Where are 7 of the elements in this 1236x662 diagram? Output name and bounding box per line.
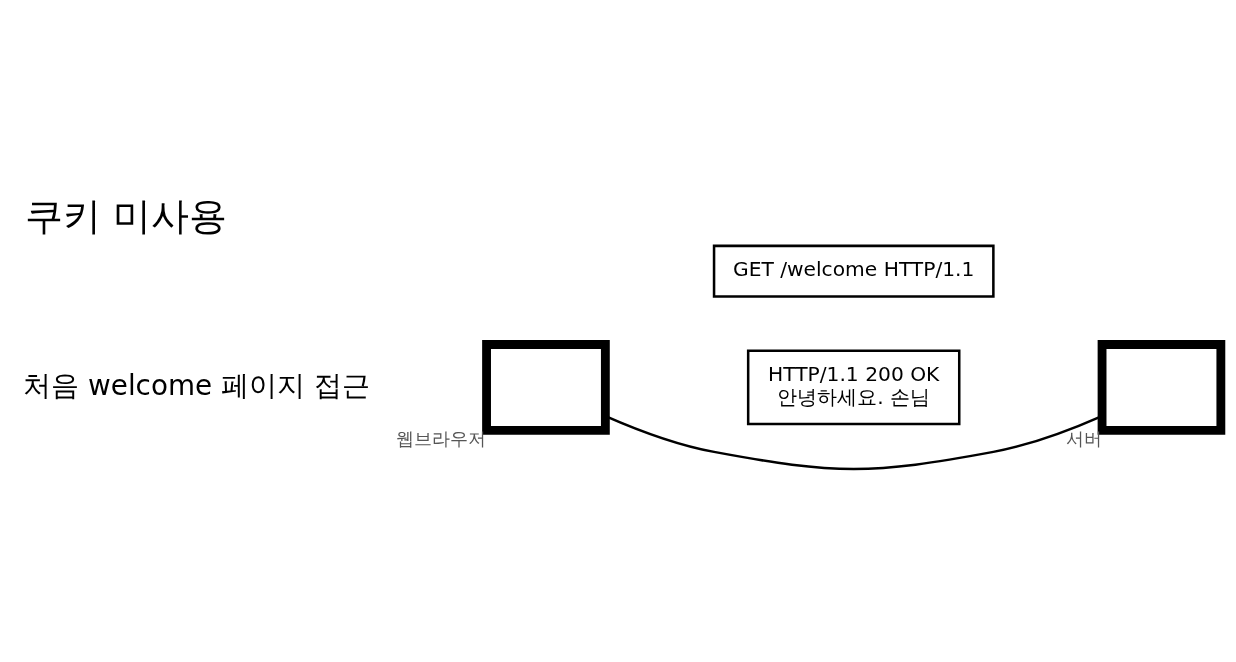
node-box: HTTP/1.1 200 OK 안녕하세요. 손님 — [746, 349, 961, 425]
node-label: 웹브라우저 — [396, 428, 487, 449]
diagram-title: 쿠키 미사용 — [25, 193, 228, 238]
node-label: 서버 — [1065, 428, 1102, 449]
node-box: GET /welcome HTTP/1.1 — [712, 244, 995, 298]
label: 처음 welcome 페이지 접근 — [23, 368, 370, 401]
node-monitor — [482, 339, 610, 435]
